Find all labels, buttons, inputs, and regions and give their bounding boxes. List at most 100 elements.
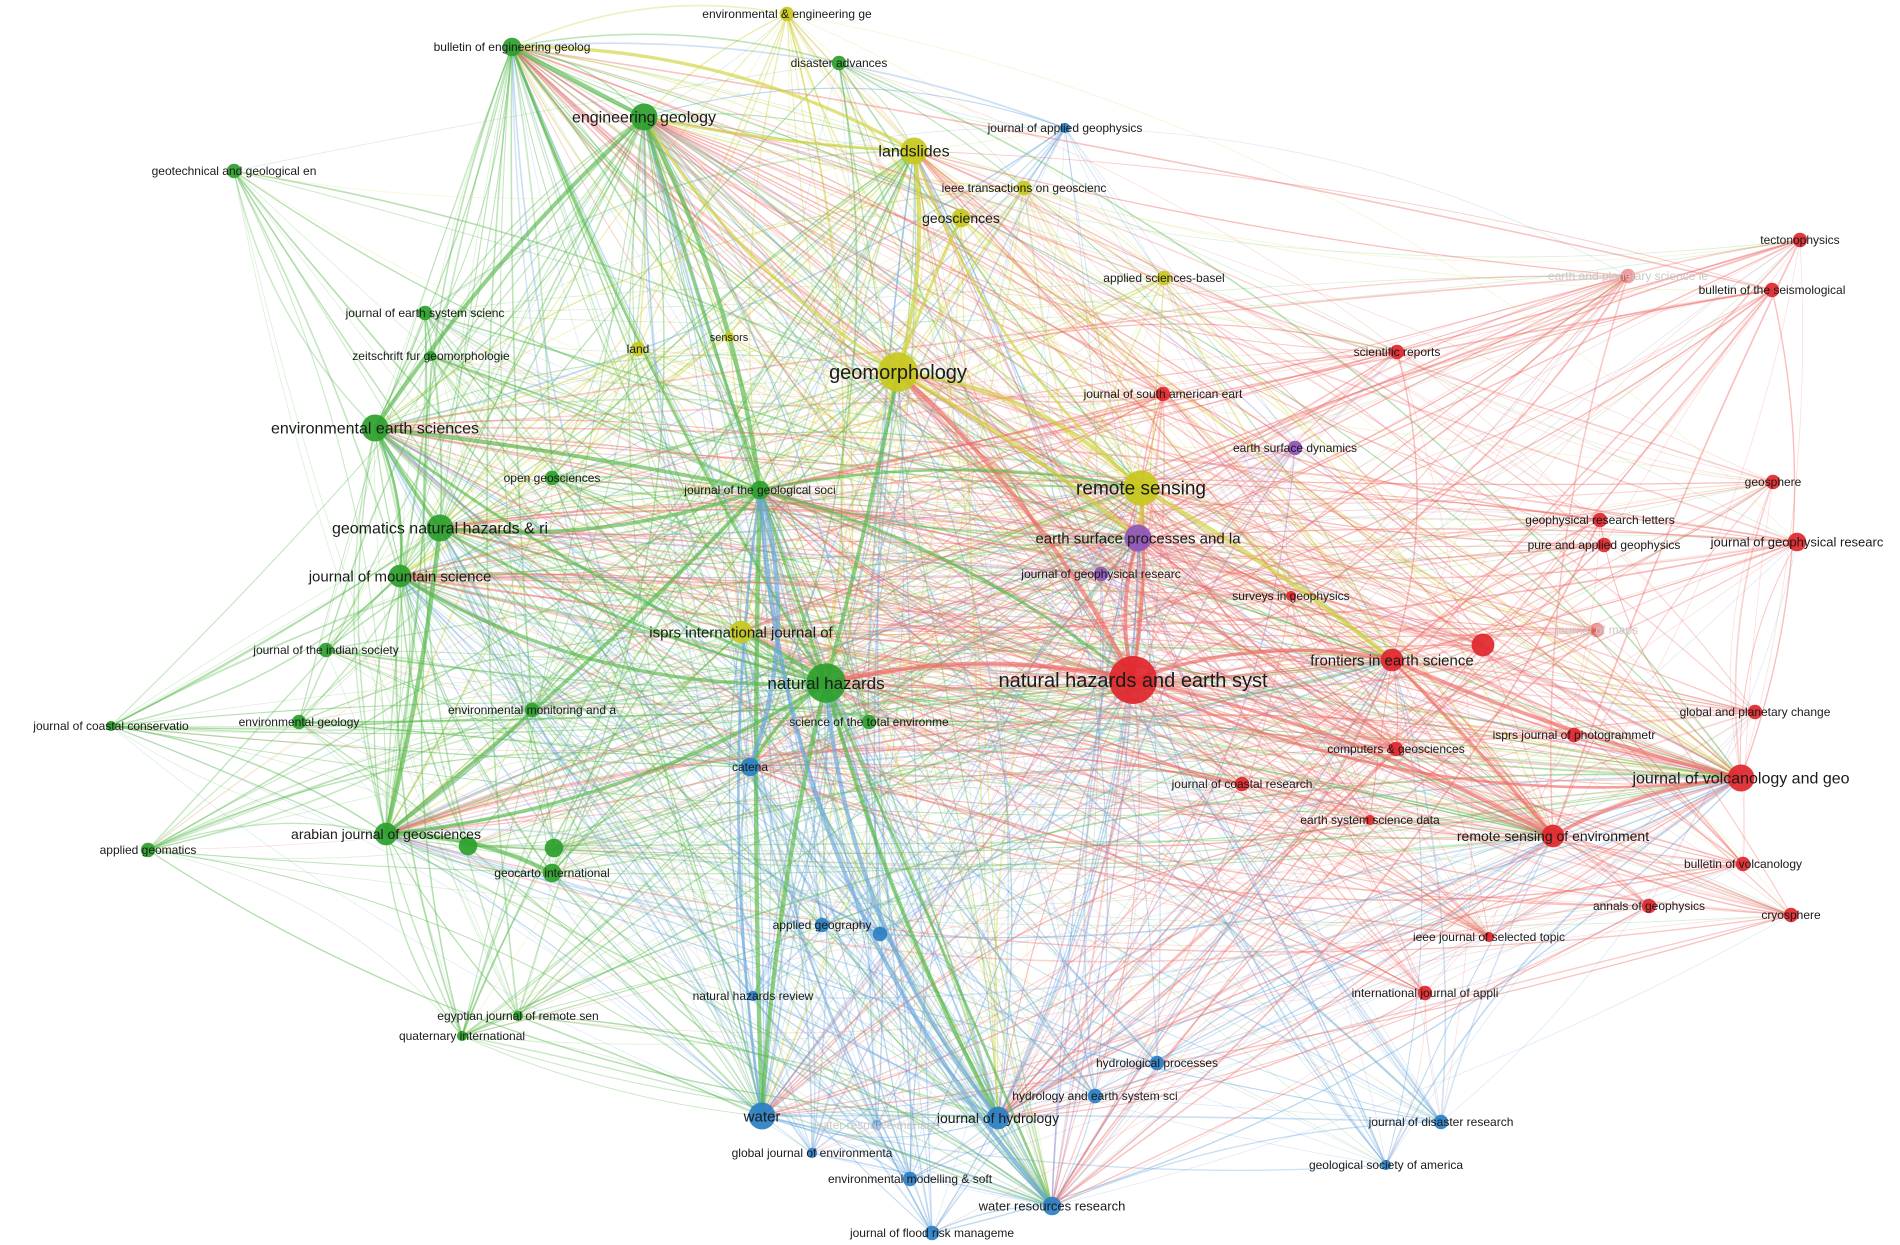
edge-cg-nhess	[1132, 679, 1397, 750]
node-jfrm[interactable]	[924, 1225, 940, 1241]
edge-sensors-gnhr	[439, 336, 730, 529]
node-lands[interactable]	[900, 137, 928, 165]
node-wrr[interactable]	[1042, 1196, 1062, 1216]
label-esd: earth surface dynamics	[1233, 441, 1357, 455]
node-rse[interactable]	[1541, 824, 1565, 848]
node-essd[interactable]	[1364, 814, 1376, 826]
node-da[interactable]	[831, 55, 847, 71]
node-sr[interactable]	[1389, 344, 1405, 360]
node-nhr[interactable]	[747, 990, 759, 1002]
node-grl[interactable]	[1592, 512, 1608, 528]
node-nh[interactable]	[806, 663, 846, 703]
node-og[interactable]	[544, 470, 560, 486]
edge-jfrm-geomorph	[897, 371, 933, 1234]
node-jag[interactable]	[1059, 122, 1071, 134]
node-cryo[interactable]	[1783, 907, 1799, 923]
node-hp[interactable]	[1149, 1055, 1165, 1071]
node-geosci[interactable]	[951, 208, 971, 228]
node-ijap[interactable]	[1417, 985, 1433, 1001]
node-zfg[interactable]	[425, 350, 437, 362]
node-appgeo[interactable]	[814, 917, 830, 933]
edge-aog-wrr	[1051, 905, 1650, 1207]
node-ieeejst[interactable]	[1483, 931, 1495, 943]
edge-grn_unl2-catena	[553, 766, 751, 849]
node-cg[interactable]	[1388, 741, 1404, 757]
node-jhyd[interactable]	[986, 1106, 1010, 1130]
node-gsa[interactable]	[1380, 1159, 1392, 1171]
node-emaa[interactable]	[524, 702, 540, 718]
edge-jsae-wrr	[1051, 393, 1164, 1207]
edge-ees-isprsij	[374, 427, 742, 633]
node-red_unl[interactable]	[1471, 633, 1495, 657]
edge-cg-eng	[643, 116, 1397, 750]
node-jms[interactable]	[388, 564, 412, 588]
node-geomorph[interactable]	[878, 352, 918, 392]
node-jcr[interactable]	[1234, 776, 1250, 792]
node-isprsjp[interactable]	[1566, 727, 1582, 743]
node-tecto[interactable]	[1792, 232, 1808, 248]
node-jess[interactable]	[417, 305, 433, 321]
edge-gge-wrr	[233, 170, 1053, 1207]
node-jgr[interactable]	[1093, 566, 1109, 582]
node-eng[interactable]	[630, 103, 658, 131]
edge-ieeetg-hp	[1021, 187, 1158, 1064]
node-ag[interactable]	[140, 842, 156, 858]
node-catena[interactable]	[740, 757, 760, 777]
node-wrm[interactable]	[871, 1119, 883, 1131]
edge-jgr-water	[761, 573, 1102, 1117]
node-land[interactable]	[630, 341, 646, 357]
edge-jsae-water	[761, 393, 1164, 1117]
node-qi[interactable]	[456, 1030, 468, 1042]
node-gpc[interactable]	[1747, 704, 1763, 720]
node-jsae[interactable]	[1155, 386, 1171, 402]
node-blu_unl1[interactable]	[872, 926, 888, 942]
node-gnhr[interactable]	[426, 514, 454, 542]
edge-og-wrr	[551, 477, 1053, 1207]
node-jis[interactable]	[318, 642, 334, 658]
node-eg[interactable]	[291, 714, 307, 730]
node-ejrs[interactable]	[512, 1010, 524, 1022]
edge-ieeetg-ajg	[385, 187, 1025, 835]
node-aog[interactable]	[1641, 898, 1657, 914]
node-isprsij[interactable]	[729, 620, 753, 644]
node-nhess[interactable]	[1109, 656, 1157, 704]
node-ieeetg[interactable]	[1016, 180, 1032, 196]
node-hess[interactable]	[1087, 1088, 1103, 1104]
node-ees[interactable]	[361, 414, 389, 442]
node-jvgr[interactable]	[1727, 764, 1755, 792]
node-jgr2[interactable]	[1787, 532, 1807, 552]
edge-cryo-ajg	[385, 833, 1792, 953]
node-jmaps[interactable]	[1589, 622, 1605, 638]
node-bssa[interactable]	[1764, 282, 1780, 298]
node-gge[interactable]	[226, 163, 242, 179]
edge-rs-rse	[1140, 487, 1554, 837]
node-eeg[interactable]	[779, 6, 795, 22]
node-grn_unl1[interactable]	[458, 836, 478, 856]
node-sensors[interactable]	[723, 331, 735, 343]
node-esd[interactable]	[1287, 440, 1303, 456]
node-jdr[interactable]	[1433, 1114, 1449, 1130]
node-fes[interactable]	[1380, 648, 1404, 672]
node-geosph[interactable]	[1765, 474, 1781, 490]
node-jcc[interactable]	[105, 720, 117, 732]
node-ems[interactable]	[902, 1171, 918, 1187]
node-pag[interactable]	[1596, 537, 1612, 553]
edge-land-gnhr	[439, 348, 639, 529]
node-water[interactable]	[748, 1102, 776, 1130]
node-asb[interactable]	[1156, 270, 1172, 286]
node-grn_unl2[interactable]	[544, 838, 564, 858]
node-epsl[interactable]	[1620, 268, 1636, 284]
edge-jfrm-jms	[399, 575, 933, 1234]
node-rs[interactable]	[1123, 470, 1159, 506]
node-gje[interactable]	[806, 1147, 818, 1159]
node-gi[interactable]	[542, 863, 562, 883]
node-espl[interactable]	[1124, 524, 1152, 552]
node-sig[interactable]	[1285, 590, 1297, 602]
node-jgs[interactable]	[750, 480, 770, 500]
node-bv[interactable]	[1735, 856, 1751, 872]
edge-aog-sensors	[728, 336, 1650, 907]
node-beg[interactable]	[502, 37, 522, 57]
edge-og-grn_unl1	[467, 477, 553, 847]
node-ajg[interactable]	[374, 822, 398, 846]
node-ste[interactable]	[861, 714, 877, 730]
